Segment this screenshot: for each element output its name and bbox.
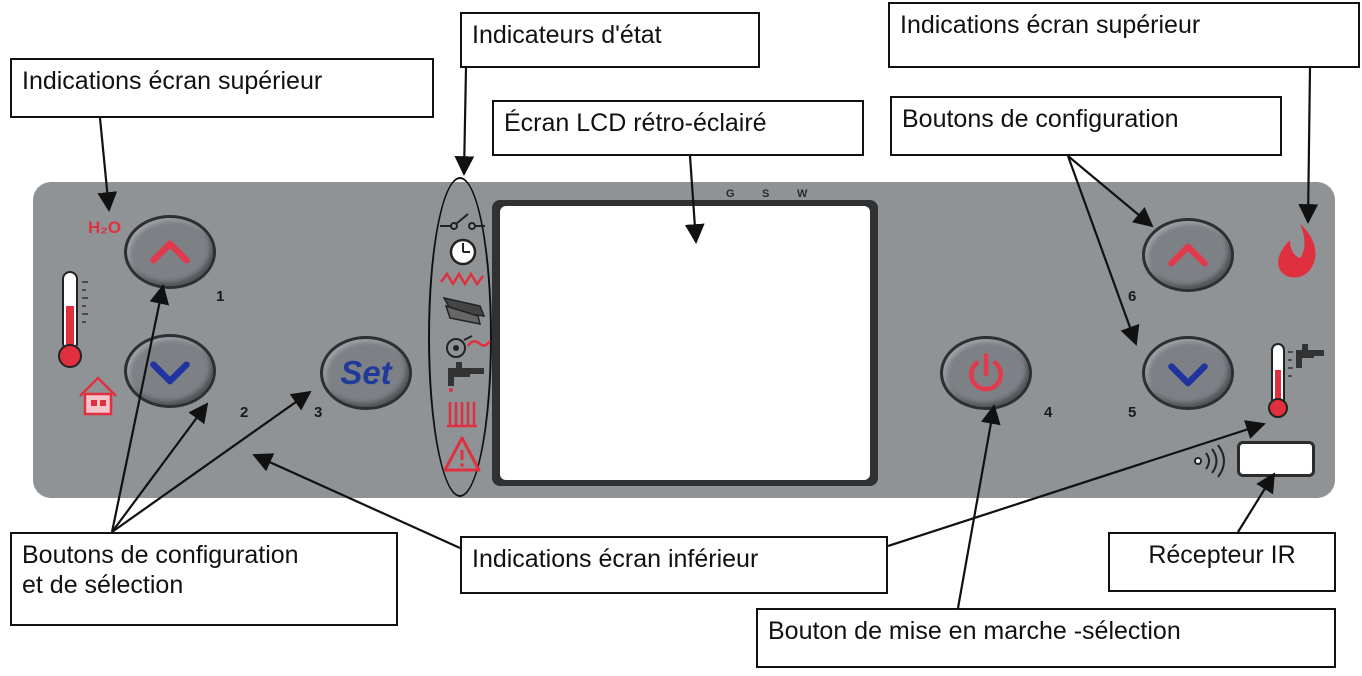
callout-text-line2: et de sélection — [22, 571, 184, 599]
chevron-up-icon — [1168, 243, 1208, 267]
callout-text-line1: Boutons de configuration — [22, 541, 299, 569]
power-icon — [969, 353, 1003, 392]
callout-text: Écran LCD rétro-éclairé — [504, 109, 767, 137]
callout-text: Boutons de configuration — [902, 105, 1179, 133]
h2o-label: H₂O — [88, 218, 122, 237]
fan-icon — [446, 335, 492, 358]
button-number-4: 4 — [1044, 404, 1053, 421]
house-icon — [79, 376, 117, 416]
button-number-1: 1 — [216, 288, 225, 305]
status-indicator-group — [428, 177, 492, 497]
gsw-label-g: G — [726, 188, 735, 200]
set-button[interactable]: Set — [320, 336, 412, 410]
ir-signal-icon — [1194, 444, 1225, 478]
tap-thermometer-icon — [1268, 343, 1324, 418]
radiator-icon — [447, 402, 477, 428]
power-button[interactable] — [940, 336, 1032, 410]
chevron-down-icon — [1168, 363, 1208, 387]
set-label: Set — [340, 354, 392, 391]
callout-upper-screen-left: Indications écran supérieur — [10, 58, 434, 118]
chevron-down-icon — [150, 361, 190, 385]
clock-icon — [449, 238, 477, 266]
tap-icon — [448, 362, 484, 392]
chevron-up-icon — [150, 240, 190, 264]
callout-text: Bouton de mise en marche -sélection — [768, 617, 1181, 645]
lcd-display — [500, 206, 870, 480]
button-number-2: 2 — [240, 404, 249, 421]
down-button-left[interactable] — [124, 334, 216, 408]
callout-status-indicators: Indicateurs d'état — [460, 12, 760, 68]
button-number-5: 5 — [1128, 404, 1137, 421]
gsw-label-s: S — [762, 188, 770, 200]
switch-icon — [440, 213, 485, 230]
down-button-right[interactable] — [1142, 336, 1234, 410]
gsw-label-w: W — [797, 188, 808, 200]
thermometer-icon — [58, 271, 88, 368]
ir-receiver-window — [1237, 441, 1315, 477]
pellet-icon — [442, 296, 486, 325]
callout-text: Indications écran inférieur — [472, 545, 759, 573]
button-number-3: 3 — [314, 404, 323, 421]
lcd-screen — [492, 200, 878, 486]
up-button-right[interactable] — [1142, 218, 1234, 292]
callout-text: Récepteur IR — [1148, 541, 1296, 569]
callout-text: Indicateurs d'état — [472, 21, 662, 49]
flame-icon — [1278, 224, 1316, 278]
heating-element-icon — [440, 271, 484, 287]
warning-icon — [443, 436, 481, 472]
up-button-left[interactable] — [124, 215, 216, 289]
leader-arrows — [97, 67, 1319, 609]
callout-lower-screen: Indications écran inférieur — [460, 536, 888, 594]
callout-config-buttons: Boutons de configuration — [890, 96, 1282, 156]
callout-lcd-screen: Écran LCD rétro-éclairé — [492, 100, 864, 156]
callout-text: Indications écran supérieur — [22, 67, 323, 95]
button-number-6: 6 — [1128, 288, 1137, 305]
callout-ir-receiver: Récepteur IR — [1108, 532, 1336, 592]
callout-power-button: Bouton de mise en marche -sélection — [756, 608, 1336, 668]
callout-text: Indications écran supérieur — [900, 11, 1201, 39]
callout-upper-screen-right: Indications écran supérieur — [888, 2, 1360, 68]
callout-config-select-buttons: Boutons de configuration et de sélection — [10, 532, 398, 626]
